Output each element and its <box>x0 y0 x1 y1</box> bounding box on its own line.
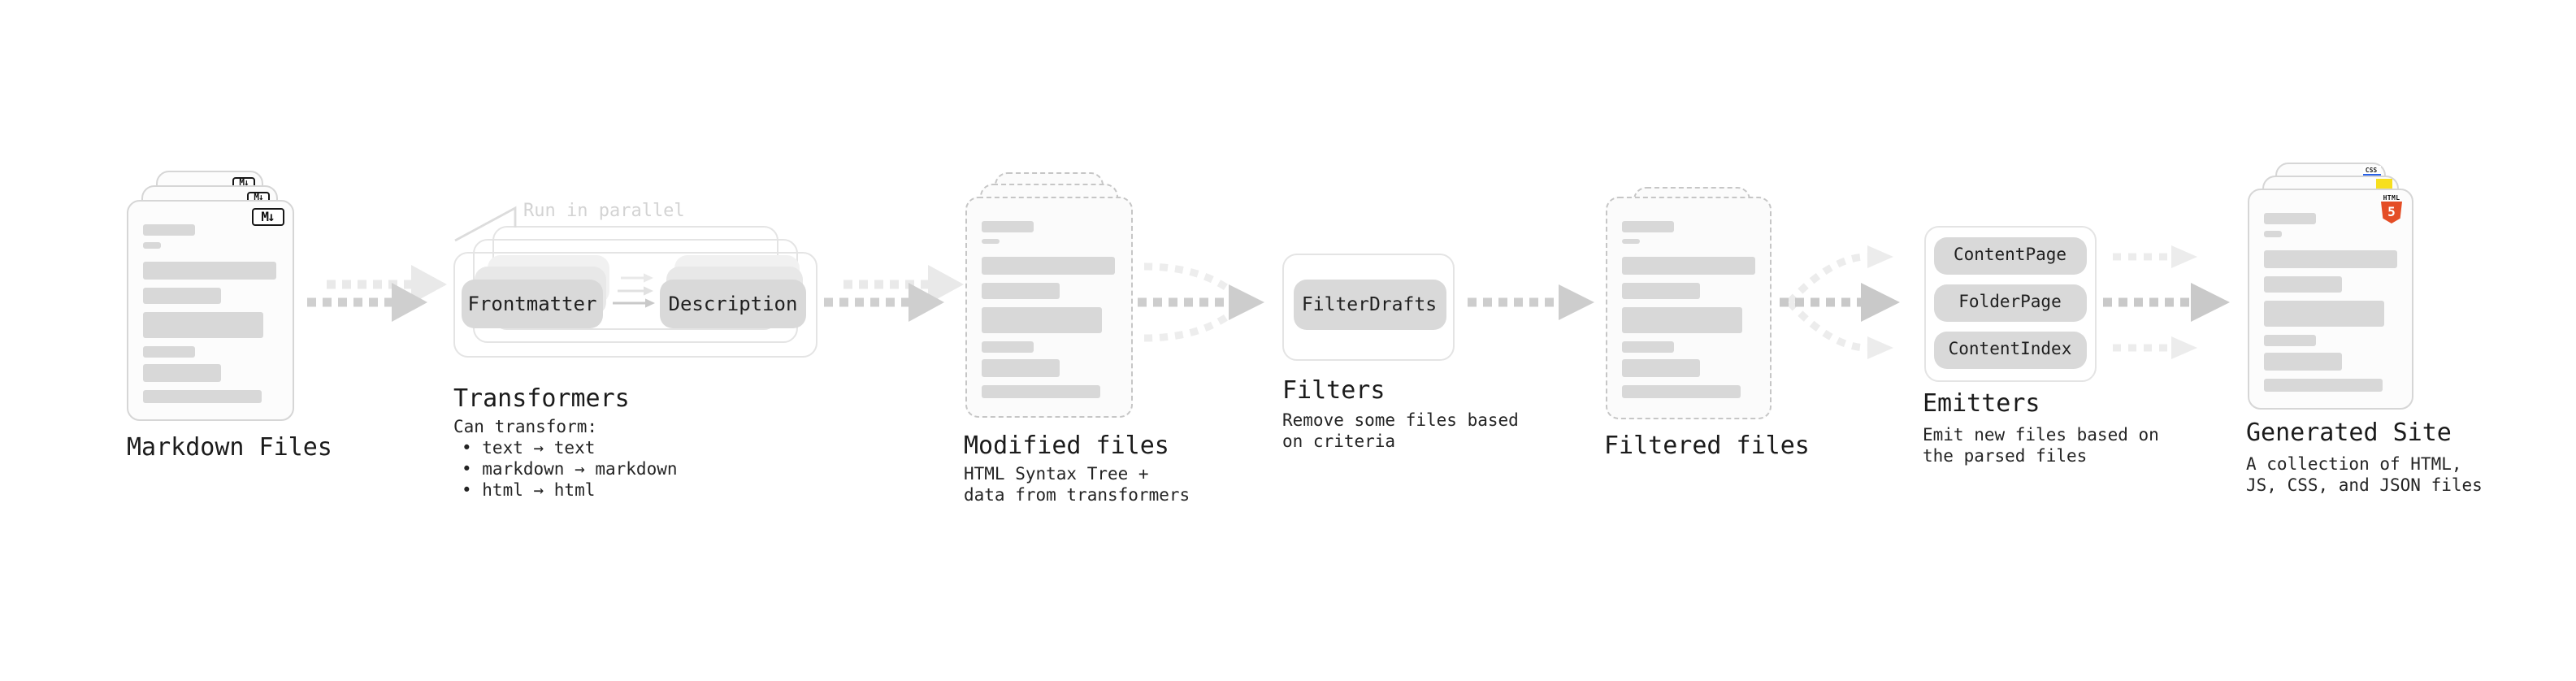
placeholder-line <box>982 359 1060 377</box>
node-label: Emitters <box>1923 388 2040 418</box>
description-line: Emit new files based on <box>1923 425 2159 445</box>
description-line: • html → html <box>462 481 596 501</box>
description-line: on criteria <box>1282 432 1396 451</box>
doc-card-front <box>1605 196 1772 419</box>
placeholder-line <box>982 283 1060 299</box>
placeholder-line <box>2263 249 2396 267</box>
node-label: Transformers <box>453 384 630 413</box>
parallel-arrows-icon <box>613 273 655 308</box>
html5-icon: HTML 5 <box>2381 193 2402 223</box>
placeholder-line <box>143 345 195 357</box>
emitters-frame <box>1923 226 2097 382</box>
placeholder-line <box>1621 385 1740 398</box>
doc-content-placeholder <box>2249 190 2412 391</box>
description-line: JS, CSS, and JSON files <box>2246 475 2483 495</box>
placeholder-line <box>143 287 221 303</box>
placeholder-line <box>2263 300 2383 326</box>
placeholder-line <box>982 341 1034 353</box>
description-line: HTML Syntax Tree + <box>964 464 1149 484</box>
placeholder-line <box>982 220 1034 232</box>
placeholder-line <box>2263 213 2315 224</box>
html5-icon-label: HTML <box>2383 193 2400 202</box>
placeholder-line <box>2263 231 2281 236</box>
placeholder-line <box>1621 220 1673 232</box>
javascript-icon <box>2375 179 2392 188</box>
placeholder-line <box>143 311 263 337</box>
plugin-description: Description <box>660 280 806 328</box>
annotation-callout-line <box>454 206 517 242</box>
placeholder-line <box>1621 283 1699 299</box>
placeholder-line <box>143 363 221 381</box>
arrow-filters-to-filtered <box>1468 284 1594 320</box>
arrow-transformers-to-modified <box>824 265 964 322</box>
node-label: Modified files <box>964 431 1169 460</box>
node-description: Emit new files based on the parsed files <box>1923 425 2159 467</box>
annotation-run-in-parallel: Run in parallel <box>523 200 685 221</box>
doc-card-front: M↓ <box>127 200 293 421</box>
placeholder-line <box>143 224 195 236</box>
node-description: Can transform: • text → text • markdown … <box>453 418 678 502</box>
placeholder-line <box>982 385 1100 398</box>
description-line: the parsed files <box>1923 446 2088 466</box>
placeholder-line <box>2263 352 2341 370</box>
arrow-filtered-to-emitters <box>1780 245 1900 359</box>
plugin-contentpage: ContentPage <box>1934 237 2086 274</box>
placeholder-line <box>1621 341 1673 353</box>
placeholder-line <box>2263 275 2341 292</box>
node-description: HTML Syntax Tree + data from transformer… <box>964 464 1190 506</box>
description-line: • markdown → markdown <box>462 460 678 479</box>
description-line: A collection of HTML, <box>2246 454 2462 474</box>
placeholder-line <box>143 389 262 402</box>
node-description: A collection of HTML, JS, CSS, and JSON … <box>2246 454 2483 497</box>
placeholder-line <box>982 257 1115 275</box>
arrow-emitters-to-generated <box>2103 245 2230 359</box>
doc-card-front: HTML 5 <box>2247 189 2413 409</box>
transformers-frame-front <box>453 252 817 358</box>
arrow-modified-to-filters <box>1138 262 1264 342</box>
placeholder-line <box>1621 257 1754 275</box>
placeholder-line <box>143 242 161 248</box>
plugin-contentindex: ContentIndex <box>1934 332 2086 368</box>
placeholder-line <box>2263 334 2315 345</box>
placeholder-line <box>982 238 1000 244</box>
plugin-folderpage: FolderPage <box>1934 284 2086 321</box>
plugin-filterdrafts: FilterDrafts <box>1293 279 1446 330</box>
doc-card-front <box>965 196 1132 417</box>
node-label: Markdown Files <box>127 432 332 462</box>
placeholder-line <box>1621 307 1741 333</box>
description-line: Can transform: <box>453 418 598 437</box>
placeholder-line <box>2263 378 2382 391</box>
doc-content-placeholder <box>128 202 292 402</box>
doc-content-placeholder <box>1607 197 1770 398</box>
doc-content-placeholder <box>967 197 1130 398</box>
filters-frame <box>1282 253 1455 360</box>
placeholder-line <box>1621 359 1699 377</box>
markdown-icon: M↓ <box>251 208 284 226</box>
node-label: Generated Site <box>2246 418 2452 447</box>
arrow-markdown-to-transformers <box>307 265 447 322</box>
description-line: Remove some files based <box>1282 410 1519 430</box>
description-line: • text → text <box>462 439 596 458</box>
plugin-frontmatter: Frontmatter <box>462 280 603 328</box>
placeholder-line <box>982 307 1102 333</box>
description-line: data from transformers <box>964 485 1190 505</box>
node-description: Remove some files based on criteria <box>1282 410 1519 453</box>
node-label: Filters <box>1282 375 1386 405</box>
placeholder-line <box>143 261 276 279</box>
node-label: Filtered files <box>1604 431 1810 460</box>
placeholder-line <box>1621 238 1639 244</box>
